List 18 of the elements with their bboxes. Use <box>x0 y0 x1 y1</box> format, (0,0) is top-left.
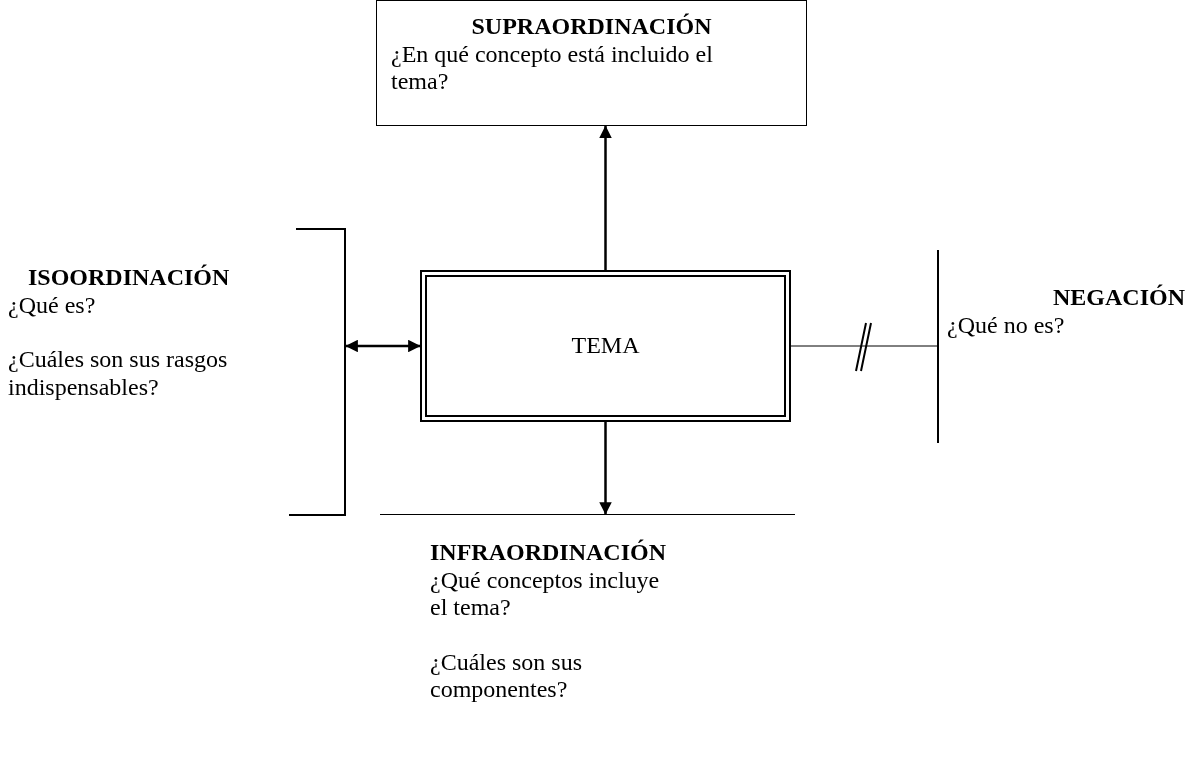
arrow <box>345 339 421 353</box>
heading: SUPRAORDINACIÓN <box>470 13 713 41</box>
topic-label: TEMA <box>571 332 640 360</box>
heading: INFRAORDINACIÓN <box>430 539 667 567</box>
question-text: ¿En qué concepto está incluido el tema? <box>391 40 714 96</box>
heading: ISOORDINACIÓN <box>28 264 231 292</box>
topic-box <box>420 270 791 422</box>
arrow <box>599 125 612 270</box>
broken-connector <box>790 322 938 372</box>
question-text: ¿Cuáles son sus rasgos indispensables? <box>8 346 229 402</box>
question-text: ¿Cuáles son sus componentes? <box>430 648 583 704</box>
question-text: ¿Qué conceptos incluye el tema? <box>430 566 661 622</box>
question-text: ¿Qué es? <box>8 291 97 320</box>
question-text: ¿Qué no es? <box>947 311 1066 340</box>
arrow <box>599 422 612 515</box>
heading: NEGACIÓN <box>1052 284 1185 312</box>
concept-group <box>8 228 346 516</box>
concept-box <box>376 0 807 126</box>
